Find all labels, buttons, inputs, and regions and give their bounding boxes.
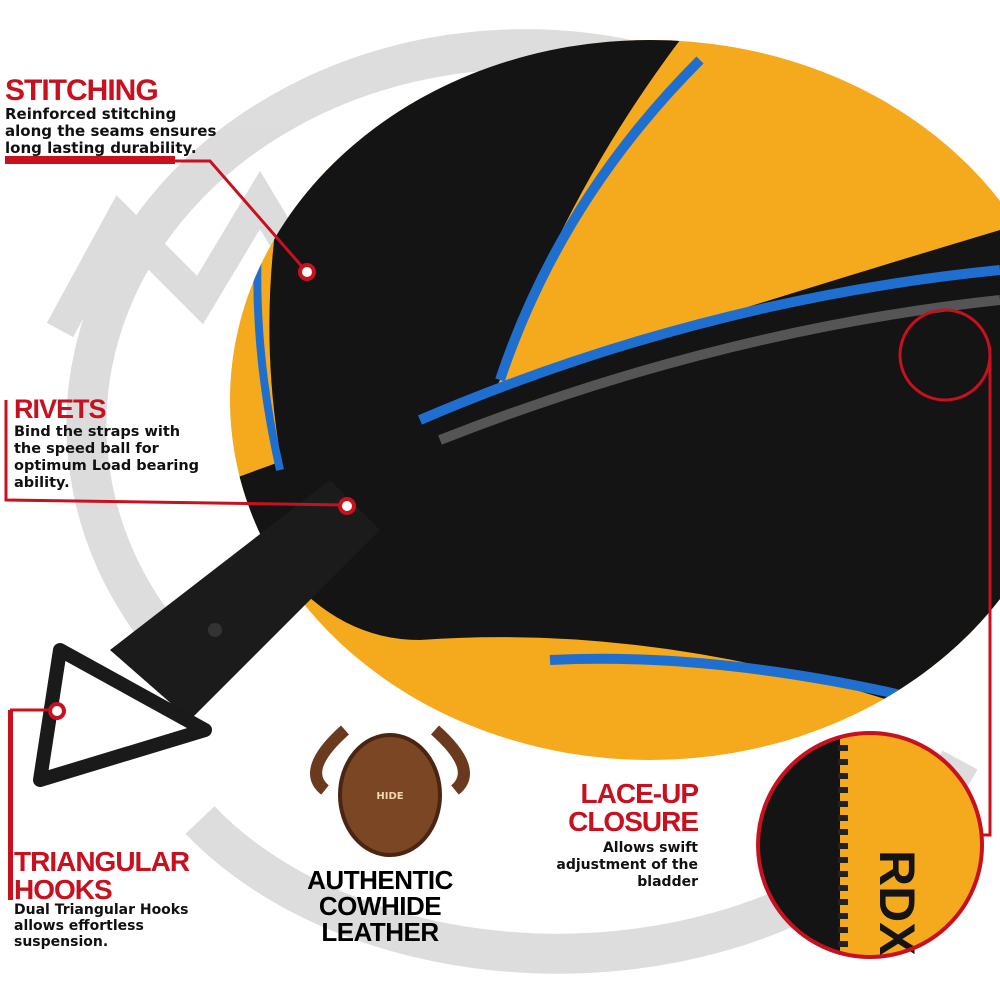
text-line: Dual Triangular Hooks bbox=[14, 902, 189, 918]
text-line: optimum Load bearing bbox=[14, 458, 200, 474]
stitching-title: STITCHING bbox=[5, 74, 159, 107]
lace-title: LACE-UP CLOSURE bbox=[568, 778, 699, 837]
title-line: CLOSURE bbox=[568, 806, 699, 837]
cowhide-leather-logo: HIDE bbox=[310, 725, 470, 857]
callout-lines bbox=[4, 156, 992, 900]
title-line: HOOKS bbox=[14, 874, 113, 905]
speed-ball bbox=[230, 40, 1000, 760]
svg-text:HIDE: HIDE bbox=[376, 791, 403, 802]
hooks-description: Dual Triangular Hooks allows effortless … bbox=[14, 902, 188, 950]
text-line: ability. bbox=[14, 475, 70, 491]
text-line: suspension. bbox=[14, 934, 109, 950]
rivets-description: Bind the straps with the speed ball for … bbox=[14, 424, 199, 492]
authentic-cowhide-leather-label: AUTHENTIC COWHIDE LEATHER bbox=[290, 867, 470, 945]
text-line: along the seams ensures bbox=[5, 122, 217, 140]
text-line: bladder bbox=[637, 874, 698, 890]
text-line: Bind the straps with bbox=[14, 424, 181, 440]
text-line: adjustment of the bbox=[556, 857, 698, 873]
lace-description: Allows swift adjustment of the bladder bbox=[556, 840, 698, 891]
leather-strap bbox=[110, 480, 380, 720]
text-line: Reinforced stitching bbox=[5, 105, 177, 123]
hooks-title: TRIANGULAR HOOKS bbox=[14, 846, 190, 905]
text-line: Allows swift bbox=[602, 840, 698, 856]
text-line: the speed ball for bbox=[14, 441, 159, 457]
callout-dots bbox=[48, 263, 356, 720]
text-line: COWHIDE bbox=[318, 891, 442, 921]
stitching-description: Reinforced stitching along the seams ens… bbox=[5, 106, 216, 157]
text-line: allows effortless bbox=[14, 918, 144, 934]
text-line: AUTHENTIC bbox=[307, 865, 453, 895]
rivets-title: RIVETS bbox=[14, 394, 107, 424]
text-line: long lasting durability. bbox=[5, 139, 197, 157]
title-line: TRIANGULAR bbox=[14, 846, 190, 877]
title-line: LACE-UP bbox=[580, 778, 699, 809]
lace-inset: RDX bbox=[756, 731, 984, 959]
svg-text:RDX: RDX bbox=[869, 850, 925, 956]
text-line: LEATHER bbox=[321, 917, 439, 947]
